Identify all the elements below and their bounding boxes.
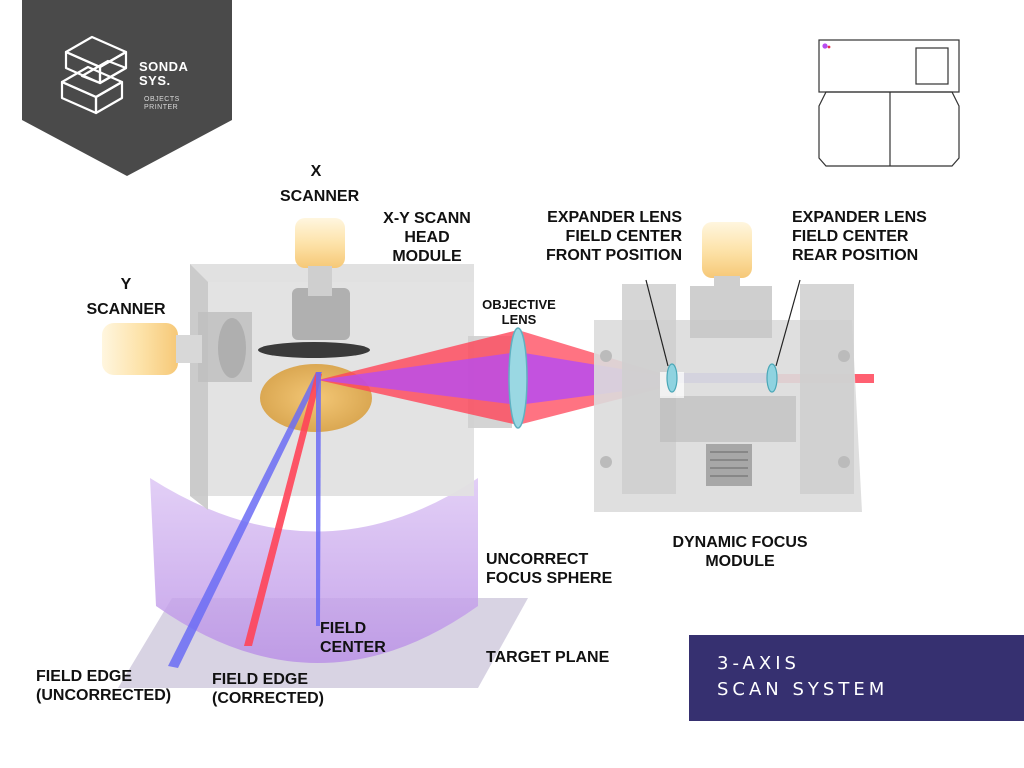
brand-name: SONDA SYS. (139, 59, 189, 88)
label-x-scanner: X SCANNER (280, 163, 360, 205)
brand-tagline: OBJECTS PRINTER (144, 96, 180, 111)
title-line-2: SCAN SYSTEM (717, 679, 889, 700)
brand-logo: SONDA SYS. OBJECTS PRINTER (22, 0, 232, 176)
x-scanner-motor (295, 218, 345, 296)
label-y-scanner: Y SCANNER (86, 276, 166, 318)
expander-lens-rear (766, 363, 778, 393)
label-field-edge-uncorrected: FIELD EDGE (UNCORRECTED) (36, 668, 172, 704)
leader-expander-rear (775, 279, 801, 367)
scan-mirror-disc (258, 342, 370, 358)
title-panel: 3-AXIS SCAN SYSTEM (689, 635, 1024, 721)
focus-sphere (150, 478, 478, 663)
label-field-edge-corrected: FIELD EDGE (CORRECTED) (212, 671, 324, 707)
focus-motor (702, 222, 752, 300)
label-field-center: FIELD CENTER (320, 620, 386, 656)
label-objective-lens: OBJECTIVE LENS (482, 297, 556, 327)
label-expander-rear: EXPANDER LENS FIELD CENTER REAR POSITION (792, 209, 927, 264)
printer-machine-icon (818, 39, 960, 167)
expander-lens-front (666, 363, 678, 393)
label-target-plane: TARGET PLANE (486, 649, 610, 666)
objective-lens (508, 327, 528, 429)
violet-beam-cone (318, 352, 518, 405)
label-dynamic-focus-module: DYNAMIC FOCUS MODULE (672, 534, 808, 570)
y-scanner-motor (102, 323, 202, 375)
label-focus-sphere: UNCORRECT FOCUS SPHERE (486, 551, 613, 587)
label-expander-front: EXPANDER LENS FIELD CENTER FRONT POSITIO… (546, 209, 682, 264)
logo-badge-shape (22, 0, 232, 176)
beam-field-edge-corrected (244, 372, 322, 646)
leader-expander-front (645, 279, 669, 367)
title-line-1: 3-AXIS (717, 653, 800, 674)
label-xy-head-module: X-Y SCANN HEAD MODULE (383, 210, 471, 265)
beam-field-edge-uncorrected (168, 372, 322, 668)
sondasys-logo-icon (60, 35, 128, 115)
dynamic-focus-housing (594, 284, 862, 512)
beam-field-center (316, 372, 321, 626)
